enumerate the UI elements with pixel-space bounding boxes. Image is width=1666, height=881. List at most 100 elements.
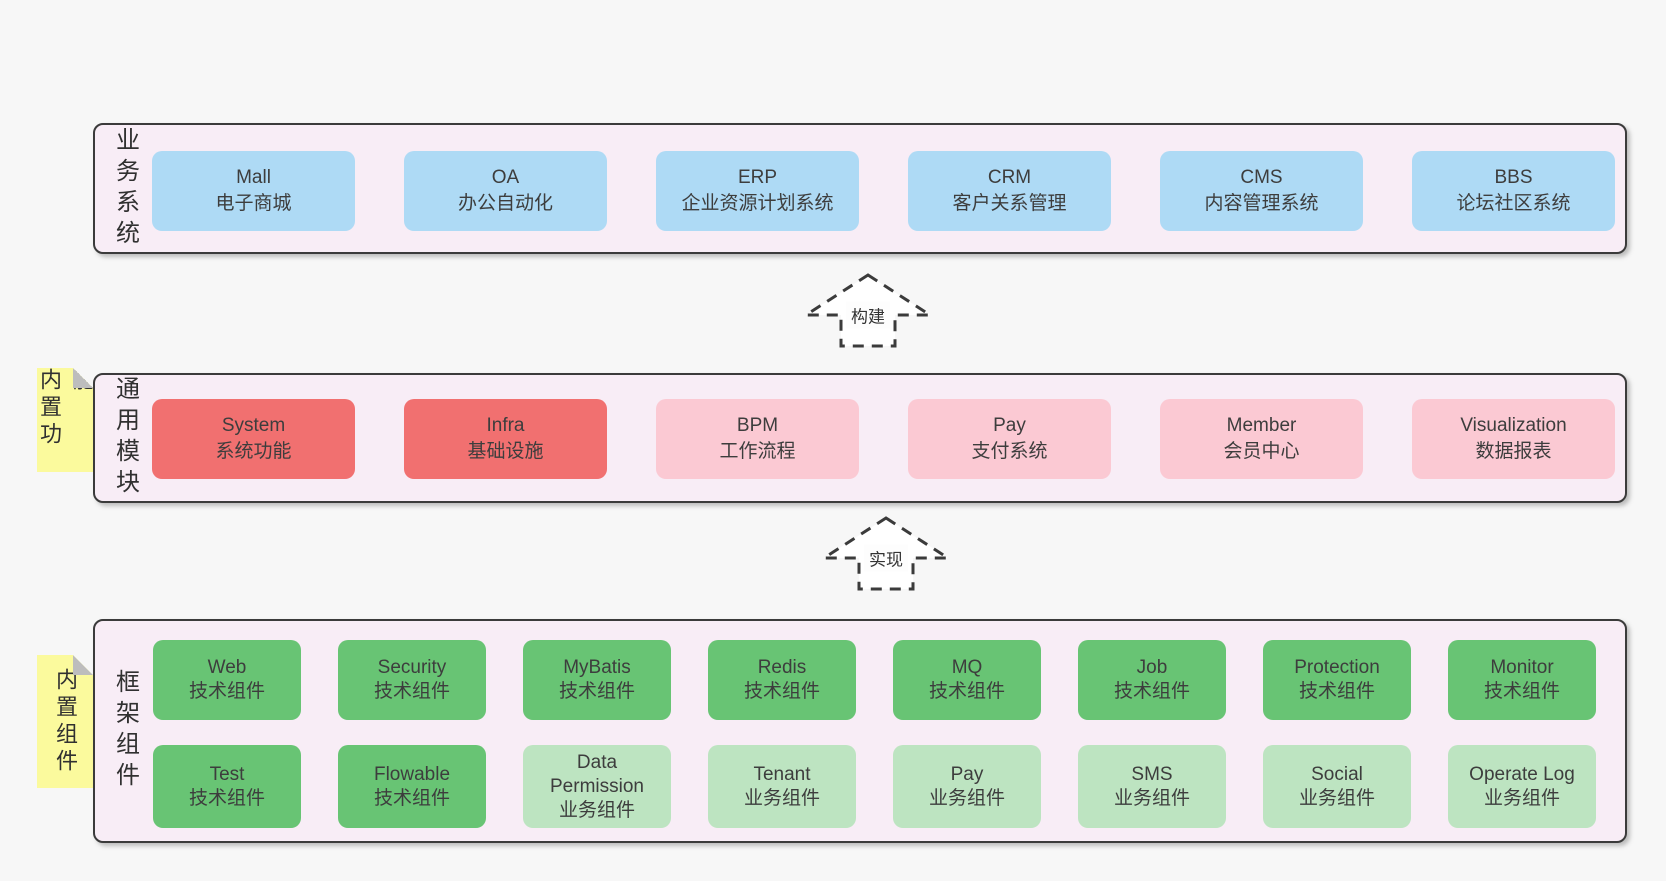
module-name: SMS: [1131, 763, 1173, 785]
panel-common-modules-label: 通用模块: [111, 376, 139, 500]
module-name: CMS: [1240, 167, 1283, 188]
module-subtitle: 电子商城: [215, 193, 292, 214]
module-subtitle: 客户关系管理: [952, 193, 1067, 214]
module-name: BPM: [736, 415, 779, 436]
module-name: Operate Log: [1469, 763, 1575, 785]
module-name: Job: [1136, 657, 1168, 678]
module-name: MQ: [951, 657, 983, 678]
folded-corner-icon: [73, 655, 93, 675]
panel-common-modules: 通用模块 System 系统功能 Infra 基础设施 BPM 工作流程 Pay 支付系统 Me…: [93, 373, 1627, 503]
build-arrow: 构建: [800, 272, 936, 350]
implement-arrow-label: 实现: [864, 544, 908, 572]
module-subtitle: 业务组件: [1298, 787, 1375, 809]
module-subtitle: 会员中心: [1223, 441, 1300, 462]
module-subtitle: 基础设施: [467, 441, 544, 462]
sticky-note-builtin-features: 内置功能: [37, 368, 93, 472]
module-name: MyBatis: [563, 657, 631, 678]
implement-arrow: 实现: [818, 515, 954, 593]
module-box-protection: Protection 技术组件: [1263, 640, 1411, 720]
module-box-pay: Pay 支付系统: [908, 399, 1111, 479]
module-name: Flowable: [373, 763, 451, 785]
sticky-note-builtin-components-label: 内置组件: [53, 667, 78, 776]
module-subtitle: 技术组件: [188, 681, 265, 702]
module-name: Mall: [236, 167, 271, 188]
module-subtitle: 业务组件: [743, 787, 820, 809]
sticky-note-builtin-components: 内置组件: [37, 655, 93, 788]
module-box-bpm: BPM 工作流程: [656, 399, 859, 479]
module-box-oa: OA 办公自动化: [404, 151, 607, 231]
module-box-mall: Mall 电子商城: [152, 151, 355, 231]
module-subtitle: 系统功能: [215, 441, 292, 462]
module-box-bbs: BBS 论坛社区系统: [1412, 151, 1615, 231]
module-subtitle: 技术组件: [743, 681, 820, 702]
module-box-web: Web 技术组件: [153, 640, 301, 720]
module-subtitle: 业务组件: [558, 799, 635, 821]
module-name: Pay: [950, 763, 984, 785]
module-name: Tenant: [753, 763, 811, 785]
module-subtitle: 技术组件: [1298, 681, 1375, 702]
folded-corner-icon: [73, 368, 93, 388]
module-subtitle: 技术组件: [1113, 681, 1190, 702]
module-name: System: [221, 415, 286, 436]
module-subtitle: 支付系统: [971, 441, 1048, 462]
module-name: OA: [491, 167, 520, 188]
module-box-monitor: Monitor 技术组件: [1448, 640, 1596, 720]
module-name: Protection: [1294, 657, 1380, 678]
module-subtitle: 技术组件: [558, 681, 635, 702]
module-subtitle: 技术组件: [188, 787, 265, 809]
module-name: Pay: [993, 415, 1026, 436]
module-box-mybatis: MyBatis 技术组件: [523, 640, 671, 720]
module-name: CRM: [987, 167, 1032, 188]
module-name: Test: [209, 763, 245, 785]
build-arrow-label: 构建: [846, 301, 890, 329]
module-box-member: Member 会员中心: [1160, 399, 1363, 479]
module-name: Visualization: [1460, 415, 1567, 436]
module-name: Redis: [757, 657, 807, 678]
module-name: ERP: [737, 167, 778, 188]
module-name: Social: [1311, 763, 1363, 785]
module-subtitle: 工作流程: [719, 441, 796, 462]
module-box-mq: MQ 技术组件: [893, 640, 1041, 720]
module-subtitle: 技术组件: [928, 681, 1005, 702]
module-box-system: System 系统功能: [152, 399, 355, 479]
module-subtitle: 论坛社区系统: [1456, 193, 1571, 214]
module-subtitle: 业务组件: [1483, 787, 1560, 809]
module-subtitle: 企业资源计划系统: [681, 193, 834, 214]
module-box-erp: ERP 企业资源计划系统: [656, 151, 859, 231]
module-subtitle: 数据报表: [1475, 441, 1552, 462]
module-subtitle: 技术组件: [1483, 681, 1560, 702]
module-box-job: Job 技术组件: [1078, 640, 1226, 720]
panel-framework-components-label: 框架组件: [111, 669, 139, 793]
module-name: Security: [377, 657, 447, 678]
module-box-redis: Redis 技术组件: [708, 640, 856, 720]
module-name: Member: [1226, 415, 1297, 436]
panel-business-systems-label: 业务系统: [111, 126, 139, 251]
module-name: Monitor: [1490, 657, 1554, 678]
module-name: Data Permission: [550, 751, 644, 797]
module-subtitle: 业务组件: [1113, 787, 1190, 809]
module-box-visualization: Visualization 数据报表: [1412, 399, 1615, 479]
module-name: Infra: [486, 415, 525, 436]
module-subtitle: 技术组件: [373, 787, 450, 809]
module-box-crm: CRM 客户关系管理: [908, 151, 1111, 231]
module-name: BBS: [1494, 167, 1533, 188]
module-subtitle: 办公自动化: [457, 193, 553, 214]
module-name: Web: [207, 657, 247, 678]
module-subtitle: 业务组件: [928, 787, 1005, 809]
common-modules-boxes: System 系统功能 Infra 基础设施 BPM 工作流程 Pay 支付系统 Member 会…: [152, 399, 1615, 479]
